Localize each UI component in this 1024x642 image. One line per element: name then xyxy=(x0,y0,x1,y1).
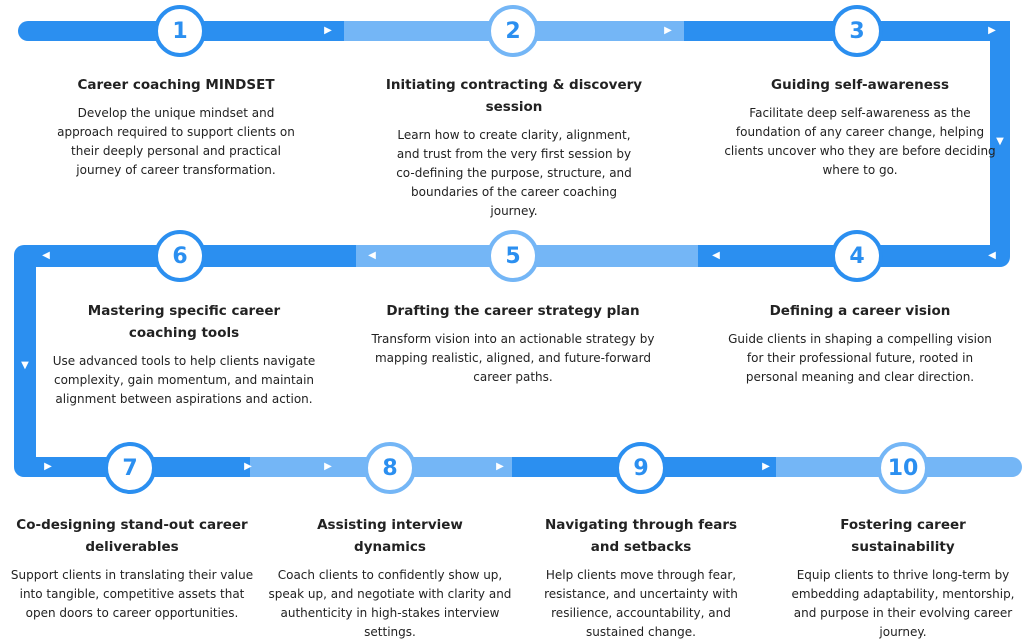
arrow-left-icon: ◀ xyxy=(988,250,996,261)
step-6: Mastering specific career coaching tools… xyxy=(50,300,318,409)
arrow-down-icon: ▼ xyxy=(21,360,29,371)
right-connector xyxy=(990,21,1010,267)
arrow-left-icon: ◀ xyxy=(42,250,50,261)
arrow-left-icon: ◀ xyxy=(368,250,376,261)
step-description: Use advanced tools to help clients navig… xyxy=(52,354,316,406)
step-description: Transform vision into an actionable stra… xyxy=(371,332,655,384)
step-title: Navigating through fears and setbacks xyxy=(544,517,738,555)
arrow-right-icon: ▶ xyxy=(244,461,252,472)
step-number-6: 6 xyxy=(154,230,206,282)
step-description: Facilitate deep self-awareness as the fo… xyxy=(724,106,996,177)
left-connector xyxy=(14,245,36,477)
arrow-right-icon: ▶ xyxy=(664,25,672,36)
step-description: Develop the unique mindset and approach … xyxy=(57,106,295,177)
step-9: Navigating through fears and setbacks He… xyxy=(536,514,746,642)
step-description: Guide clients in shaping a compelling vi… xyxy=(728,332,992,384)
arrow-right-icon: ▶ xyxy=(762,461,770,472)
step-title: Drafting the career strategy plan xyxy=(386,303,640,319)
step-2: Initiating contracting & discovery sessi… xyxy=(360,74,668,221)
step-number-1: 1 xyxy=(154,5,206,57)
step-number-3: 3 xyxy=(831,5,883,57)
step-title: Assisting interview dynamics xyxy=(317,517,463,555)
step-description: Support clients in translating their val… xyxy=(10,568,254,620)
step-number-7: 7 xyxy=(104,442,156,494)
step-number-4: 4 xyxy=(831,230,883,282)
step-3: Guiding self-awareness Facilitate deep s… xyxy=(722,74,998,180)
arrow-right-icon: ▶ xyxy=(324,25,332,36)
step-title: Guiding self-awareness xyxy=(771,77,949,93)
arrow-down-icon: ▼ xyxy=(996,136,1004,147)
step-number-5: 5 xyxy=(487,230,539,282)
step-7: Co-designing stand-out career deliverabl… xyxy=(10,514,254,623)
arrow-right-icon: ▶ xyxy=(324,461,332,472)
step-description: Learn how to create clarity, alignment, … xyxy=(396,128,632,218)
step-number-9: 9 xyxy=(615,442,667,494)
step-number-8: 8 xyxy=(364,442,416,494)
step-title: Co-designing stand-out career deliverabl… xyxy=(16,517,248,555)
step-title: Fostering career sustainability xyxy=(840,517,966,555)
arrow-right-icon: ▶ xyxy=(496,461,504,472)
step-description: Coach clients to confidently show up, sp… xyxy=(268,568,512,639)
arrow-left-icon: ◀ xyxy=(712,250,720,261)
step-5: Drafting the career strategy plan Transf… xyxy=(370,300,656,387)
step-1: Career coaching MINDSET Develop the uniq… xyxy=(56,74,296,180)
step-description: Help clients move through fear, resistan… xyxy=(544,568,738,639)
step-10: Fostering career sustainability Equip cl… xyxy=(784,514,1022,642)
step-number-10: 10 xyxy=(877,442,929,494)
step-8: Assisting interview dynamics Coach clien… xyxy=(266,514,514,642)
step-title: Defining a career vision xyxy=(769,303,951,319)
step-title: Mastering specific career coaching tools xyxy=(87,303,281,341)
step-4: Defining a career vision Guide clients i… xyxy=(720,300,1000,387)
step-title: Initiating contracting & discovery sessi… xyxy=(385,77,643,115)
step-title: Career coaching MINDSET xyxy=(77,77,275,93)
arrow-right-icon: ▶ xyxy=(988,25,996,36)
step-description: Equip clients to thrive long-term by emb… xyxy=(791,568,1015,639)
arrow-right-icon: ▶ xyxy=(44,461,52,472)
step-number-2: 2 xyxy=(487,5,539,57)
